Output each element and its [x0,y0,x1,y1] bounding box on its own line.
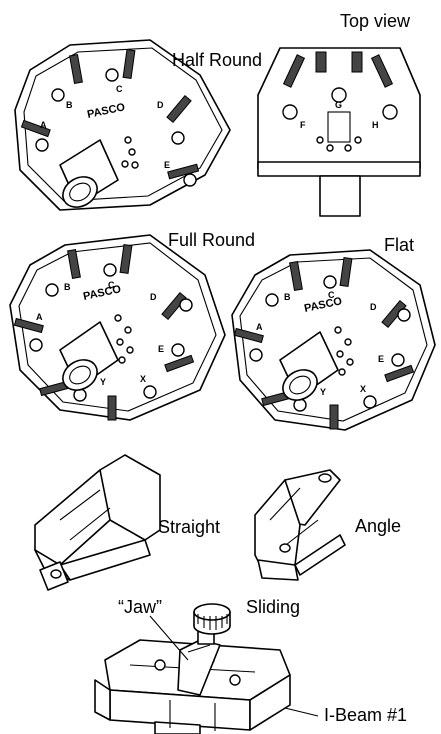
half-round-letter-c: C [116,84,123,94]
ibeam-leader-line [284,707,319,717]
half-round-letter-d: D [157,100,164,110]
flat-letter-y: Y [320,387,326,397]
half-round-letter-b: B [66,100,73,110]
flat-letter-c: C [328,290,335,300]
flat-letter-x: X [360,384,366,394]
flat-letter-b: B [284,292,291,302]
flat-letter-e: E [378,354,384,364]
label-flat: Flat [384,235,415,255]
label-angle: Angle [355,516,402,536]
sliding-jaw-ibeam [94,603,319,734]
flat-holder: PASCO A B C D E X Y [231,249,436,431]
flat-letter-d: D [370,302,377,312]
jaw-leader-line [149,615,189,661]
label-straight: Straight [158,517,221,537]
angle-clip [254,469,346,581]
full-round-letter-x: X [140,374,146,384]
top-view-holder: F G H [257,47,421,217]
label-jaw: “Jaw” [118,597,162,617]
full-round-letter-y: Y [100,377,106,387]
full-round-letter-c: C [108,280,115,290]
full-round-letter-b: B [64,282,71,292]
half-round-letter-e: E [164,160,170,170]
top-view-letter-h: H [372,120,379,130]
full-round-letter-d: D [150,292,157,302]
full-round-letter-e: E [158,344,164,354]
top-view-letter-f: F [300,120,306,130]
label-full-round: Full Round [168,230,256,250]
label-half-round: Half Round [172,50,263,70]
straight-clip [34,454,161,591]
top-view-letter-g: G [335,100,342,110]
full-round-letter-a: A [36,312,43,322]
half-round-letter-a: A [40,120,47,130]
label-sliding: Sliding [246,597,301,617]
label-ibeam: I-Beam #1 [324,705,408,725]
flat-letter-a: A [256,322,263,332]
half-round-holder: PASCO A B C D E [14,39,231,211]
full-round-holder: PASCO A B C D E X Y [9,234,226,421]
label-top-view: Top view [340,11,411,31]
